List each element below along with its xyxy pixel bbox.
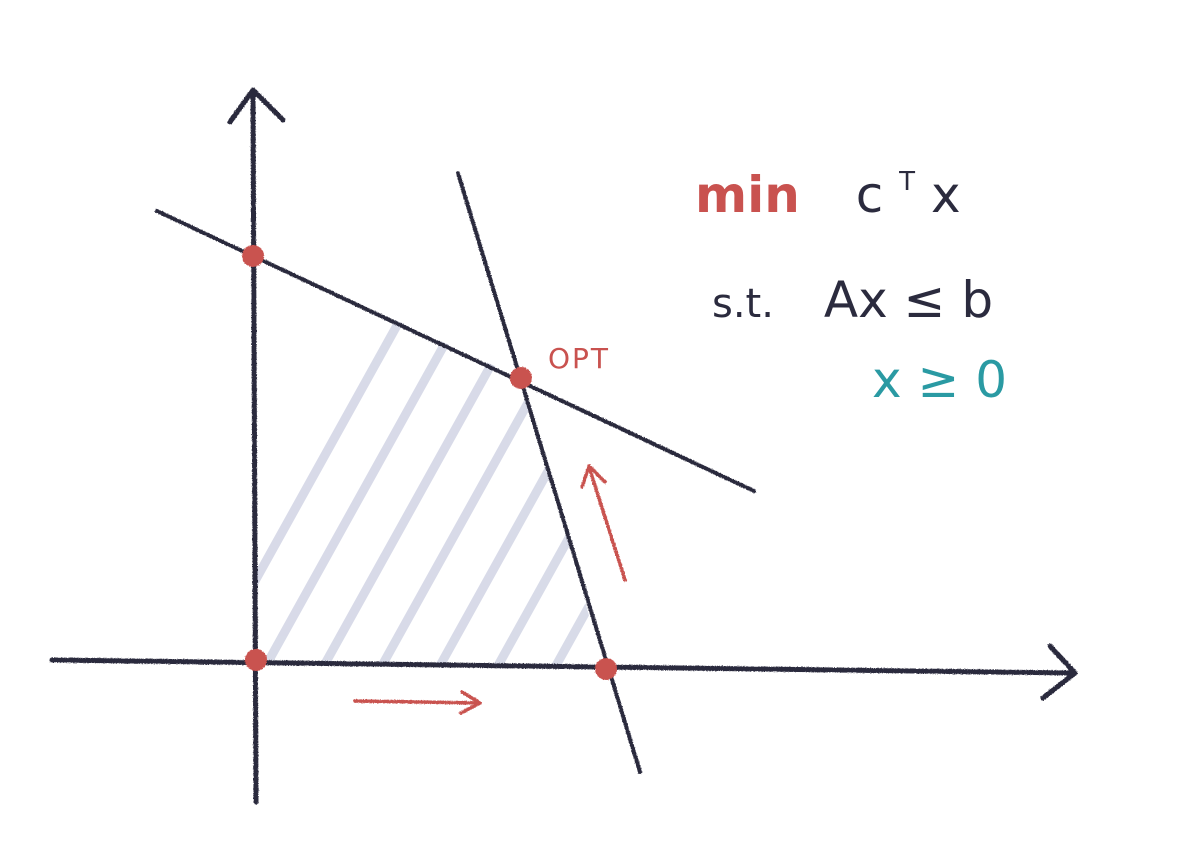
path-arrow-right-shaft bbox=[353, 699, 480, 705]
nonneg-expr: x ≥ 0 bbox=[872, 351, 1007, 409]
objective-sup: T bbox=[898, 167, 915, 197]
hatch-stroke bbox=[485, 256, 604, 668]
vertex-opt bbox=[510, 367, 532, 389]
constraint-line: s.t. Ax ≤ b bbox=[712, 271, 993, 329]
constraint-expr: Ax ≤ b bbox=[824, 271, 993, 329]
objective-keyword: min bbox=[695, 166, 800, 224]
y-axis bbox=[250, 89, 259, 805]
objective-base: c bbox=[856, 166, 884, 224]
axes bbox=[49, 87, 1078, 805]
arrow-right-icon bbox=[459, 690, 482, 715]
vertex-x-intercept bbox=[595, 658, 617, 680]
hatch-stroke bbox=[427, 256, 604, 668]
objective-line: min c T x bbox=[695, 144, 961, 224]
objective-var: x bbox=[931, 166, 961, 224]
arrow-right-icon bbox=[1040, 643, 1078, 701]
constraint-prefix: s.t. bbox=[712, 281, 774, 327]
path-arrow-up-shaft bbox=[588, 468, 627, 582]
lp-formula: min c T x s.t. Ax ≤ b x ≥ 0 bbox=[695, 144, 1007, 409]
path-arrows bbox=[353, 464, 627, 715]
x-axis bbox=[49, 657, 1075, 676]
opt-label: OPT bbox=[548, 342, 610, 375]
vertices bbox=[242, 245, 617, 680]
nonneg-line: x ≥ 0 bbox=[872, 351, 1007, 409]
vertex-y-intercept bbox=[242, 245, 264, 267]
arrow-up-right-icon bbox=[580, 464, 607, 489]
vertex-origin bbox=[245, 649, 267, 671]
feasible-region-hatch bbox=[256, 256, 604, 668]
arrow-up-icon bbox=[227, 87, 286, 125]
